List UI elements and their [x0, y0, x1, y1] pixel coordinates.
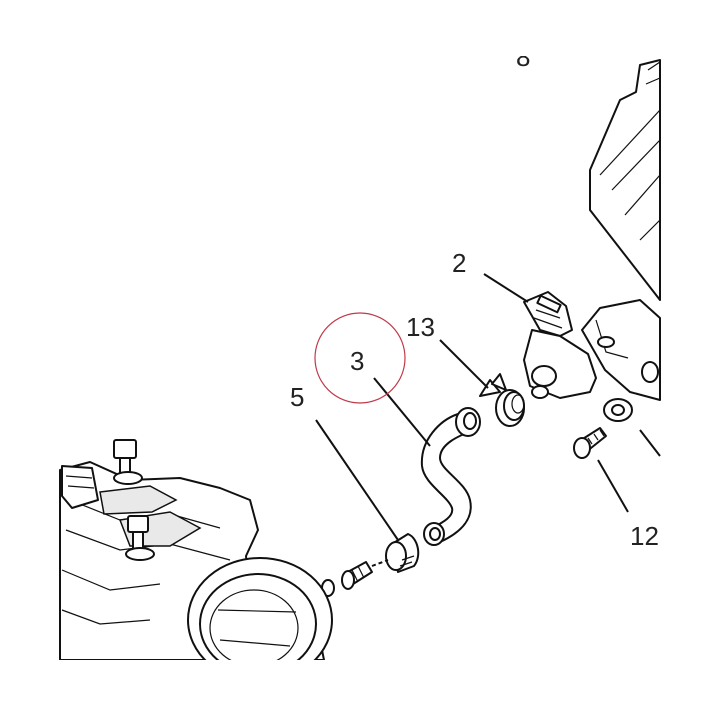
upper-right-housing	[589, 59, 661, 301]
leader-washer	[639, 429, 661, 457]
bolt-top	[113, 439, 143, 485]
callout-8-partial: 8	[500, 30, 550, 72]
sensor-2	[523, 291, 597, 399]
clamp-5	[385, 533, 420, 573]
hose-clamp-13	[479, 373, 525, 427]
leader-5	[315, 419, 399, 541]
highlight-circle	[314, 312, 406, 404]
callout-2: 2	[452, 248, 466, 278]
leader-3	[373, 377, 431, 447]
leader-lines	[315, 273, 661, 541]
leader-12	[597, 459, 629, 513]
leader-13	[439, 339, 489, 389]
callout-3: 3	[350, 346, 364, 376]
callout-12: 12	[630, 521, 659, 551]
screw	[573, 427, 607, 459]
bolt-middle	[125, 515, 155, 561]
hose-3	[420, 407, 481, 546]
callout-13: 13	[406, 312, 435, 342]
leader-2	[483, 273, 529, 303]
mounting-bracket	[581, 299, 661, 401]
callout-5: 5	[290, 382, 304, 412]
fitting	[321, 559, 389, 597]
connector-left	[61, 465, 99, 509]
throttle-body-assembly	[0, 439, 720, 720]
